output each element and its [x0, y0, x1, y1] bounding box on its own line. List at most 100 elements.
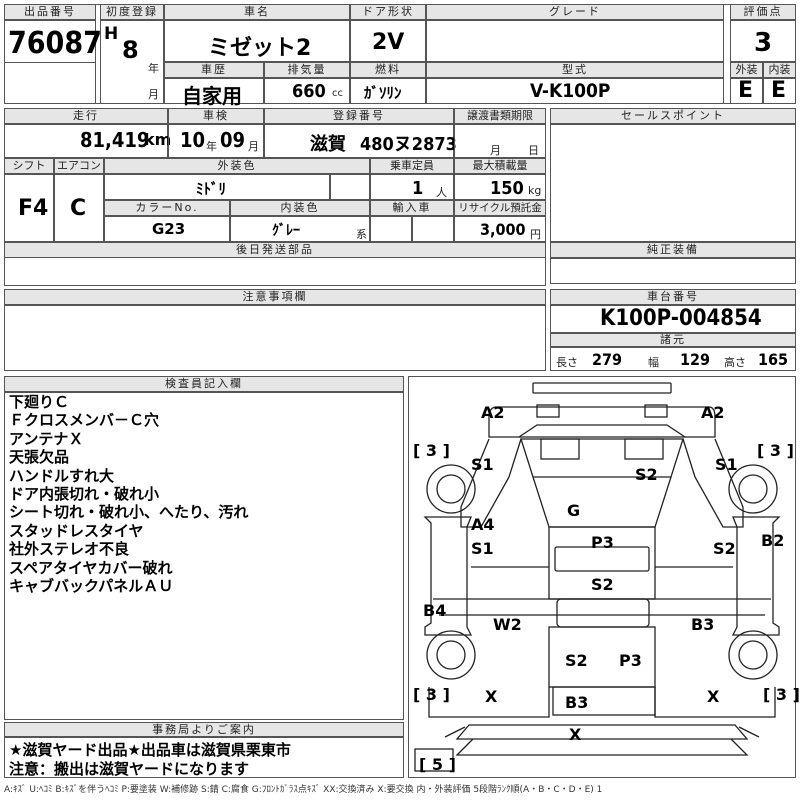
- mark-3-left: [ 3 ]: [413, 441, 450, 460]
- int-color: ｸﾞﾚｰ: [272, 223, 300, 239]
- ext-color: ﾐﾄﾞﾘ: [196, 180, 227, 198]
- inspector-notes: [4, 392, 404, 720]
- score-label: 評価点: [730, 4, 796, 20]
- inspector-line: キャブバックパネルＡＵ: [9, 577, 174, 596]
- recycle-label: リサイクル預託金: [454, 200, 546, 216]
- color-no: G23: [152, 220, 186, 238]
- history-label: 車歴: [164, 62, 264, 78]
- first-reg-year: 8: [122, 36, 139, 64]
- max-load: 150: [490, 178, 524, 199]
- width: 129: [680, 350, 711, 369]
- shift: F4: [18, 196, 49, 221]
- colorno-label: カラーNo.: [104, 200, 230, 216]
- inspector-label: 検査員記入欄: [4, 376, 404, 392]
- inspector-line: ドア内張切れ・破れ小: [9, 485, 160, 504]
- fuel-label: 燃料: [350, 62, 426, 78]
- car-name: ミゼット2: [208, 36, 312, 61]
- plate-pref: 滋賀: [310, 134, 346, 155]
- mark-p3-b: P3: [619, 651, 642, 670]
- mark-b3-a: B3: [691, 615, 715, 634]
- intcolor-label: 内装色: [230, 200, 370, 216]
- mark-s2-b: S2: [713, 539, 736, 558]
- mark-3-right-lower: [ 3 ]: [763, 685, 800, 704]
- inspector-line: ハンドルすれ大: [9, 466, 115, 485]
- ac-label: エアコン: [54, 158, 104, 174]
- ext-label: 外装: [730, 62, 763, 78]
- disp-label: 排気量: [264, 62, 350, 78]
- mark-p3-a: P3: [591, 533, 614, 552]
- mark-x-right: X: [707, 687, 720, 706]
- mark-s1-a: S1: [471, 455, 494, 474]
- car-name-label: 車名: [164, 4, 350, 20]
- load-label: 最大積載量: [454, 158, 546, 174]
- mark-a4: A4: [471, 515, 495, 534]
- mark-x-left: X: [485, 687, 498, 706]
- sales-label: セールスポイント: [550, 108, 796, 124]
- mark-g: G: [567, 501, 581, 520]
- later-parts-label: 後日発送部品: [4, 242, 546, 258]
- mark-3-right: [ 3 ]: [757, 441, 794, 460]
- seats: 1: [412, 178, 424, 199]
- inspector-line: 下廻りＣ: [9, 393, 70, 411]
- score: 3: [754, 28, 773, 58]
- truck-outline: [414, 382, 781, 772]
- shift-label: シフト: [4, 158, 54, 174]
- legend: A:ｷｽﾞ U:ﾍｺﾐ B:ｷｽﾞを伴うﾍｺﾐ P:要塗装 W:補修跡 S:錆 …: [4, 785, 603, 795]
- inspector-line: 社外ステレオ不良: [9, 540, 130, 559]
- inspector-line: アンテナＸ: [9, 429, 84, 448]
- inspector-line: 天張欠品: [9, 448, 70, 467]
- chassis-label: 車台番号: [550, 289, 796, 305]
- model-label: 型式: [426, 62, 724, 78]
- int-grade: E: [771, 78, 787, 103]
- length: 279: [592, 350, 623, 369]
- office-line-1: ★滋賀ヤード出品★出品車は滋賀県栗東市: [9, 741, 291, 759]
- plate-label: 登録番号: [264, 108, 454, 124]
- inspector-line: スペアタイヤカバー破れ: [9, 558, 173, 577]
- era: H: [104, 24, 119, 44]
- mark-5: [ 5 ]: [419, 755, 456, 774]
- door-label: ドア形状: [350, 4, 426, 20]
- aircon: C: [70, 196, 87, 221]
- inspector-line: スタッドレスタイヤ: [9, 521, 144, 540]
- mark-b4: B4: [423, 601, 447, 620]
- model-code: V-K100P: [530, 80, 611, 102]
- transfer-label: 譲渡書類期限: [454, 108, 546, 124]
- lot-label: 出品番号: [4, 4, 96, 20]
- office-label: 事務局よりご案内: [4, 722, 404, 737]
- grade-label: グレード: [426, 4, 724, 20]
- mark-a2-left: A2: [481, 403, 505, 422]
- displacement: 660: [292, 81, 326, 102]
- mark-s1-c: S1: [471, 539, 494, 558]
- ext-color-label: 外装色: [104, 158, 370, 174]
- mark-x-center: X: [569, 725, 582, 744]
- inspector-line: Ｆクロスメンバ－Ｃ穴: [9, 411, 160, 430]
- chassis-number: K100P-004854: [600, 306, 762, 331]
- mark-a2-right: A2: [701, 403, 725, 422]
- mileage: 81,419: [80, 128, 150, 152]
- int-label: 内装: [763, 62, 796, 78]
- inspector-line: シート切れ・破れ小、へたり、汚れ: [9, 503, 249, 522]
- notes-label: 注意事項欄: [4, 289, 546, 305]
- mark-3-left-lower: [ 3 ]: [413, 685, 450, 704]
- mark-s2-c: S2: [591, 575, 614, 594]
- mark-b2: B2: [761, 531, 785, 550]
- mileage-label: 走行: [4, 108, 168, 124]
- mark-b3-b: B3: [565, 693, 589, 712]
- office-line-2: 注意：搬出は滋賀ヤードになります: [9, 760, 250, 778]
- seats-label: 乗車定員: [370, 158, 454, 174]
- mark-s2-d: S2: [565, 651, 588, 670]
- history: 自家用: [182, 84, 242, 108]
- vehicle-diagram: A2 A2 [ 3 ] [ 3 ] S1 S2 S1 G A4 S1 P3 S2…: [408, 376, 800, 778]
- inspect-label: 車検: [168, 108, 264, 124]
- equip-label: 純正装備: [550, 242, 796, 258]
- mark-w2: W2: [493, 615, 522, 634]
- spec-label: 諸元: [550, 333, 796, 347]
- inspect-month: 09: [220, 128, 246, 152]
- mark-s1-b: S1: [715, 455, 738, 474]
- mark-s2-a: S2: [635, 465, 658, 484]
- first-reg-label: 初度登録: [100, 4, 164, 20]
- lot-number: 76087: [8, 26, 102, 61]
- height: 165: [758, 350, 789, 369]
- ext-grade: E: [738, 78, 754, 103]
- inspect-year: 10: [180, 128, 206, 152]
